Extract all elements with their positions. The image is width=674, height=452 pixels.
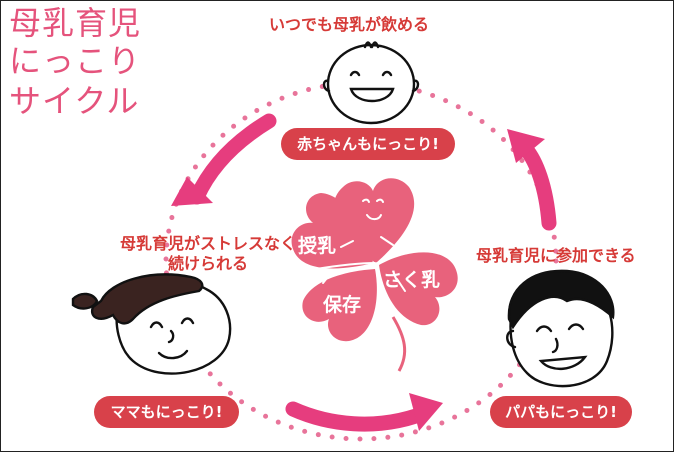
dotted-cycle-ring [163,80,559,442]
clover-illustration [291,178,458,372]
baby-badge: 赤ちゃんもにっこり! [281,128,455,160]
papa-caption: 母乳育児に参加できる [476,246,636,265]
title-line-1: 母乳育児 [9,4,142,42]
arrow-left [171,113,277,206]
clover-inner-marks [315,198,406,314]
arrow-bottom [285,393,443,432]
arrow-right [507,129,557,231]
clover-label-feeding: 授乳 [298,235,337,257]
papa-badge: パパもにっこり! [490,396,632,428]
papa-face-illustration [506,269,615,388]
baby-caption: いつでも母乳が飲める [269,15,430,34]
clover-label-pumping: さく乳 [383,269,441,291]
mama-caption-line-2: 続けられる [167,254,248,273]
mama-face-illustration [71,273,232,375]
title-line-3: サイクル [9,82,140,120]
mama-caption-line-1: 母乳育児がストレスなく [119,234,296,253]
mama-badge: ママもにっこり! [94,396,239,428]
mama-caption: 母乳育児がストレスなく 続けられる [73,234,343,274]
title-line-2: にっこり [9,42,142,80]
clover-label-storage: 保存 [323,294,362,316]
baby-face-illustration [322,41,420,125]
